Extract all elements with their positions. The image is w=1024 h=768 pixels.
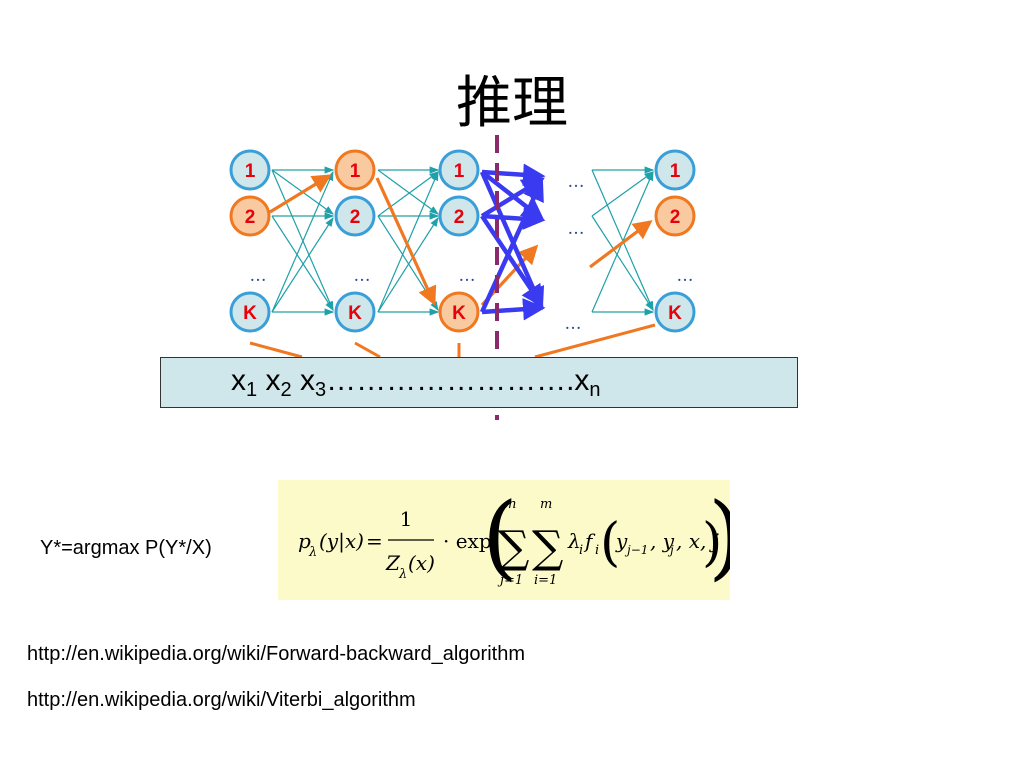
state-node: 2	[229, 195, 271, 237]
svg-text:1: 1	[350, 161, 361, 182]
svg-text:…: …	[459, 266, 476, 286]
svg-text:…: …	[565, 314, 582, 334]
state-node: K	[438, 291, 480, 333]
svg-text:2: 2	[454, 207, 465, 228]
svg-text:1: 1	[454, 161, 465, 182]
svg-text:…: …	[354, 266, 371, 286]
state-node: 1	[438, 149, 480, 191]
svg-text:, y: , y	[650, 529, 675, 553]
svg-text:K: K	[452, 303, 466, 324]
svg-text:, x, j: , x, j	[676, 529, 719, 553]
svg-text:…: …	[677, 266, 694, 286]
state-node: 1	[229, 149, 271, 191]
state-node: 2	[438, 195, 480, 237]
crf-formula: p λ (y|x) = 1 Z λ (x) · exp ( n m ∑ ∑ j=…	[278, 480, 744, 600]
state-node: K	[334, 291, 376, 333]
svg-text:1: 1	[245, 161, 256, 182]
svg-text:λ: λ	[308, 545, 317, 560]
forward-backward-link[interactable]: http://en.wikipedia.org/wiki/Forward-bac…	[27, 643, 525, 665]
svg-text:2: 2	[670, 207, 681, 228]
svg-text:i=1: i=1	[534, 573, 557, 588]
svg-text:1: 1	[400, 507, 413, 531]
svg-text:∑: ∑	[498, 522, 529, 573]
svg-text:1: 1	[670, 161, 681, 182]
node-column-2: 1 2 K	[334, 149, 376, 333]
node-column-1: 1 2 K	[229, 149, 271, 333]
svg-text:λ: λ	[398, 567, 407, 582]
argmax-label: Y*=argmax P(Y*/X)	[40, 537, 212, 559]
node-column-n: 1 2 K	[654, 149, 696, 333]
svg-text:y: y	[615, 529, 628, 553]
svg-text:2: 2	[350, 207, 361, 228]
state-node: 2	[334, 195, 376, 237]
svg-text:(x): (x)	[408, 551, 435, 575]
state-node: K	[654, 291, 696, 333]
svg-text:…: …	[568, 219, 585, 239]
svg-text:i: i	[579, 543, 583, 558]
state-node: 1	[654, 149, 696, 191]
trellis-diagram: 1 2 K 1 2 K 1 2 K 1 2 K … … … … … … …	[229, 135, 696, 420]
svg-text:K: K	[668, 303, 682, 324]
svg-text:j=1: j=1	[497, 573, 523, 588]
svg-text:i: i	[595, 543, 599, 558]
svg-text:j−1: j−1	[624, 543, 648, 557]
svg-text:p: p	[298, 529, 311, 553]
svg-text:2: 2	[245, 207, 256, 228]
svg-text:): )	[702, 513, 722, 573]
slide-title: 推理	[456, 71, 568, 136]
svg-text:Z: Z	[385, 551, 401, 575]
viterbi-link[interactable]: http://en.wikipedia.org/wiki/Viterbi_alg…	[27, 689, 416, 711]
svg-text:(: (	[600, 513, 620, 573]
emission-lines	[249, 323, 656, 359]
forward-edges	[479, 163, 546, 321]
formula-graphic: p λ (y|x) = 1 Z λ (x) · exp ( n m ∑ ∑ j=…	[298, 483, 744, 590]
svg-text:K: K	[348, 303, 362, 324]
svg-text:…: …	[568, 172, 585, 192]
svg-text:K: K	[243, 303, 257, 324]
svg-text:(: (	[482, 483, 518, 590]
node-column-3: 1 2 K	[438, 149, 480, 333]
svg-text:∑: ∑	[532, 522, 563, 573]
svg-text:=: =	[366, 529, 383, 553]
state-node: 2	[654, 195, 696, 237]
svg-text:j: j	[667, 543, 674, 557]
svg-text:m: m	[540, 497, 552, 512]
svg-text:λ: λ	[567, 529, 581, 553]
svg-text:· exp: · exp	[443, 529, 492, 553]
observation-sequence: x1 x2 x3…………………….xn	[231, 364, 601, 401]
transition-edges	[271, 166, 655, 316]
ellipsis-marks: … … … … … … …	[250, 172, 694, 334]
svg-text:(y|x): (y|x)	[319, 529, 364, 554]
svg-text:): )	[708, 483, 730, 590]
state-node: K	[229, 291, 271, 333]
svg-text:n: n	[508, 497, 516, 512]
observation-sequence-box: x1 x2 x3…………………….xn	[160, 357, 798, 408]
state-node: 1	[334, 149, 376, 191]
svg-text:…: …	[250, 266, 267, 286]
